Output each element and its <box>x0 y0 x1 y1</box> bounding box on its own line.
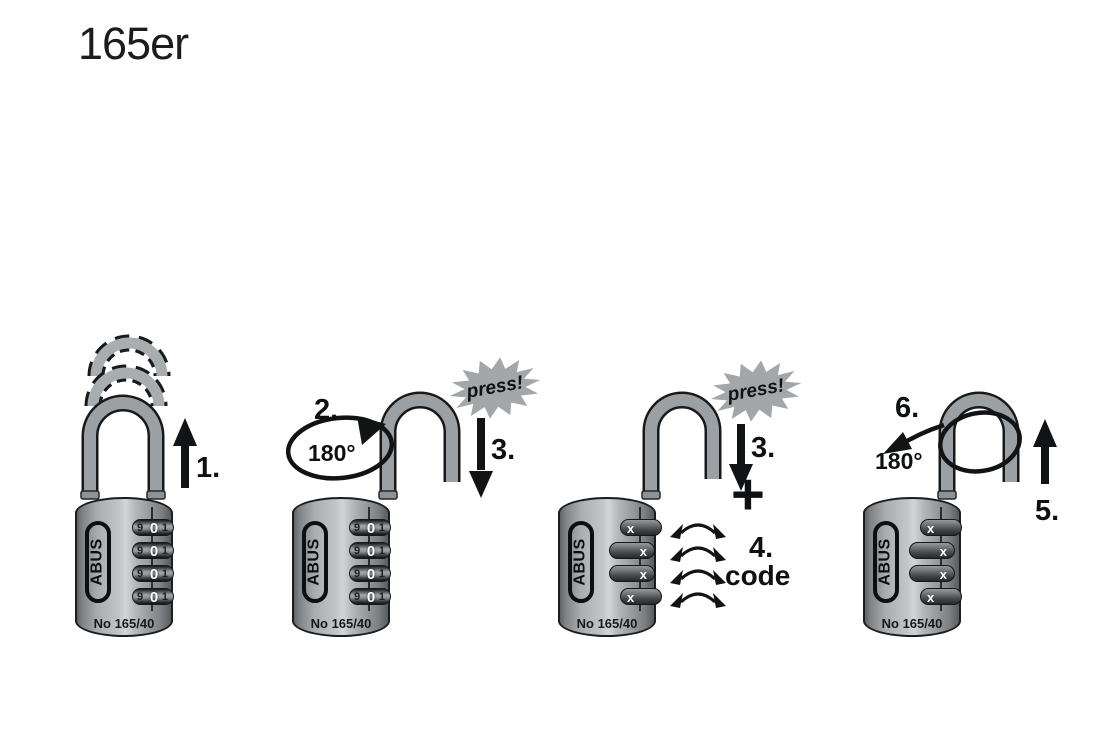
code-dial-set: x <box>909 565 955 582</box>
code-dial-set: x <box>920 588 962 605</box>
arrow-down-icon <box>469 418 493 498</box>
arrow-down-icon <box>729 424 753 491</box>
code-dial-set: x <box>609 565 655 582</box>
padlock-step-5-6-panel: 6. 180° 5. ABUS x x x x No 165/40 <box>845 320 1100 665</box>
ghost-shackle-2-icon <box>87 334 171 377</box>
padlock-3-graphics <box>641 360 802 608</box>
dial-turn-arrow-icon <box>670 546 726 562</box>
code-dial-set: x <box>920 519 962 536</box>
dial-turn-arrow-icon <box>670 592 726 608</box>
dial-turn-arrow-icon <box>670 523 726 539</box>
page-title: 165er <box>78 18 189 69</box>
step-1-label: 1. <box>196 452 221 484</box>
press-burst-icon <box>710 360 802 422</box>
dial-alignment-line <box>151 507 153 611</box>
ghost-shackle-1-icon <box>84 364 168 407</box>
code-dial-set: x <box>909 542 955 559</box>
abus-logo: ABUS <box>568 521 594 603</box>
padlock-step-3-4-panel: press! 3. + 4. code ABUS x x x x No 165/… <box>545 320 825 665</box>
abus-logo: ABUS <box>85 521 111 603</box>
model-number: No 165/40 <box>93 616 155 631</box>
step-6-label: 6. <box>895 392 920 424</box>
rotate-180-label: 180° <box>875 448 923 474</box>
padlock-1-graphics <box>80 334 197 500</box>
dial-alignment-line <box>940 507 942 611</box>
step-5-label: 5. <box>1035 495 1060 527</box>
abus-logo: ABUS <box>873 521 899 603</box>
arrow-up-icon <box>173 418 197 488</box>
rotate-180-arrow-icon <box>285 415 395 481</box>
step-3-label: 3. <box>751 432 776 464</box>
rotate-180-label: 180° <box>308 440 356 466</box>
plus-sign: + <box>731 462 765 527</box>
code-dial-set: x <box>620 519 662 536</box>
press-burst-icon <box>449 357 541 419</box>
dial-turn-arrow-icon <box>670 569 726 585</box>
dial-alignment-line <box>368 507 370 611</box>
rotate-180-back-arrow-icon <box>883 410 1022 474</box>
code-dial-set: x <box>609 542 655 559</box>
dial-alignment-line <box>639 507 641 611</box>
open-shackle-icon <box>378 391 461 500</box>
step-3-label: 3. <box>491 434 516 466</box>
step-4-label: 4. <box>749 532 774 564</box>
open-shackle-icon <box>641 391 722 500</box>
model-number: No 165/40 <box>576 616 638 631</box>
padlock-4-graphics <box>883 391 1057 500</box>
model-number: No 165/40 <box>881 616 943 631</box>
padlock-2-graphics <box>285 357 541 500</box>
code-label: code <box>725 560 791 591</box>
code-dial-set: x <box>620 588 662 605</box>
model-number: No 165/40 <box>310 616 372 631</box>
step-2-label: 2. <box>314 394 339 426</box>
arrow-up-icon <box>1033 419 1057 484</box>
closed-shackle-icon <box>80 394 166 500</box>
abus-logo: ABUS <box>302 521 328 603</box>
